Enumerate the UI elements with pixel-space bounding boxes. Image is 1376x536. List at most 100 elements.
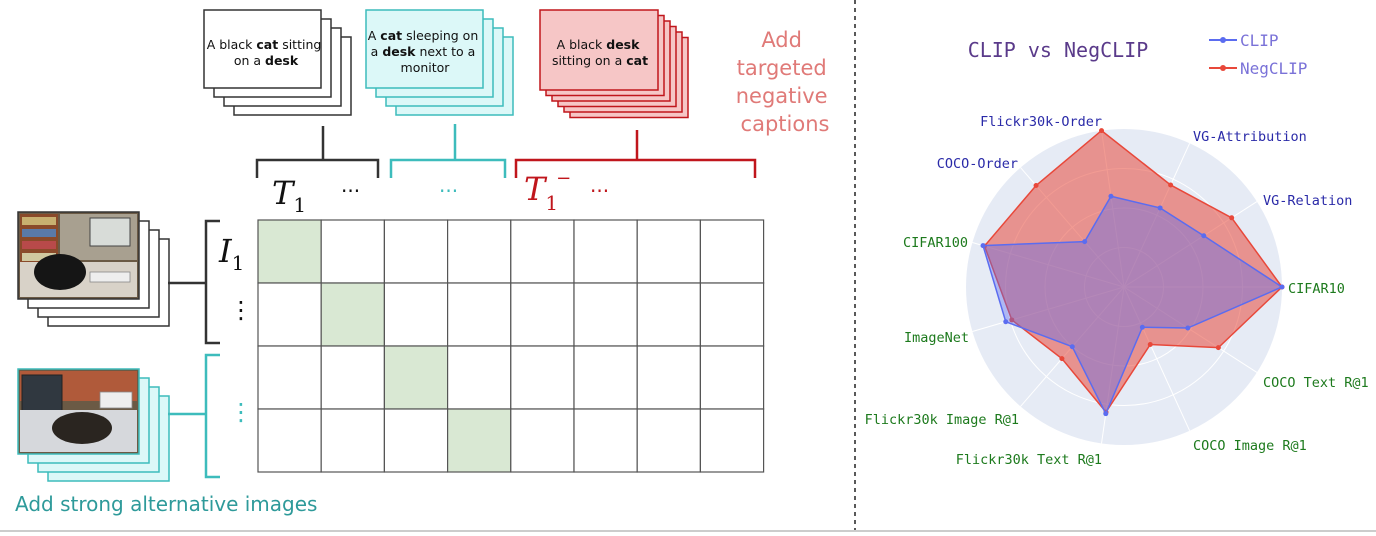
axis-label-cifar10: CIFAR10 bbox=[1288, 281, 1345, 297]
black-cat-shape bbox=[34, 254, 86, 290]
text-label-red-dots: ··· bbox=[590, 179, 609, 203]
caption-2-line-3: monitor bbox=[401, 60, 451, 75]
legend-clip-marker bbox=[1220, 37, 1226, 43]
text-label-t1: T1 bbox=[272, 174, 306, 217]
book-row-shape bbox=[22, 217, 56, 225]
matrix-cell bbox=[447, 345, 512, 410]
caption-2-line-1: A cat sleeping on bbox=[368, 28, 479, 43]
negative-captions-label: Add targeted negative captions bbox=[736, 28, 835, 136]
legend: CLIP NegCLIP bbox=[1209, 31, 1307, 78]
matrix-cell bbox=[636, 219, 702, 284]
matrix-cell-positive bbox=[383, 345, 449, 410]
series-clip-point bbox=[1082, 239, 1088, 245]
series-negclip-point bbox=[1147, 341, 1153, 347]
matrix-cell bbox=[383, 219, 449, 284]
caption-3-text: A black desk sitting on a cat bbox=[552, 37, 648, 68]
matrix-cell bbox=[257, 345, 322, 410]
image-label-dots: ⋮ bbox=[229, 296, 253, 324]
book-row-shape bbox=[22, 253, 56, 261]
series-clip-point bbox=[1185, 325, 1191, 331]
matrix-cell bbox=[699, 408, 765, 473]
axis-label-vg-relation: VG-Relation bbox=[1263, 193, 1352, 209]
matrix-cell bbox=[257, 408, 322, 473]
matrix-cell bbox=[383, 408, 449, 473]
matrix-cell bbox=[699, 282, 765, 347]
matrix-cell bbox=[573, 282, 638, 347]
matrix-cell bbox=[699, 219, 765, 284]
text-label-tneg: T1− bbox=[524, 168, 571, 215]
series-negclip-point bbox=[1229, 215, 1235, 221]
series-negclip-point bbox=[1215, 345, 1221, 351]
matrix-cell-positive bbox=[447, 408, 512, 473]
contrastive-matrix-panel: A black cat sitting on a desk A cat slee… bbox=[15, 9, 835, 516]
caption-stack-3-card-0 bbox=[539, 9, 659, 91]
caption-1-text: A black cat sitting on a desk bbox=[207, 37, 326, 68]
legend-negclip-marker bbox=[1220, 65, 1226, 71]
matrix-cell bbox=[573, 408, 638, 473]
series-negclip-point bbox=[1099, 128, 1105, 134]
matrix-cell bbox=[383, 282, 449, 347]
series-clip-area bbox=[982, 195, 1284, 416]
series-clip-point bbox=[1157, 205, 1163, 211]
matrix-cell bbox=[320, 408, 386, 473]
axis-label-vg-attribution: VG-Attribution bbox=[1193, 129, 1307, 145]
matrix-cell-positive bbox=[320, 282, 386, 347]
text-label-dots: ··· bbox=[341, 179, 360, 203]
caption-stack-1-card-0 bbox=[203, 9, 322, 89]
axis-label-coco-order: COCO-Order bbox=[937, 156, 1018, 172]
strong-images-label: Add strong alternative images bbox=[15, 492, 317, 516]
series-clip-point bbox=[1139, 324, 1145, 330]
matrix-cell bbox=[257, 282, 322, 347]
series-negclip-point bbox=[1168, 182, 1174, 188]
caption-stack-other bbox=[365, 9, 514, 116]
series-clip-point bbox=[1069, 344, 1075, 350]
matrix-cell bbox=[447, 282, 512, 347]
image-stack-positive bbox=[17, 211, 170, 327]
radar-chart: CLIP vs NegCLIP CLIP NegCLIP CIFAR10 VG-R… bbox=[865, 31, 1369, 468]
axis-label-flickr30k-image-r-1: Flickr30k Image R@1 bbox=[865, 412, 1019, 428]
matrix-cell bbox=[636, 408, 702, 473]
series-negclip-point bbox=[1009, 317, 1015, 323]
series-clip-point bbox=[1103, 411, 1109, 417]
similarity-matrix bbox=[257, 219, 765, 473]
image-stack-alternative bbox=[17, 368, 170, 482]
matrix-cell bbox=[510, 345, 575, 410]
caption-stack-negative bbox=[539, 9, 689, 119]
text-label-cyan-dots: ··· bbox=[439, 179, 458, 203]
axis-label-cifar100: CIFAR100 bbox=[903, 235, 968, 251]
series-clip-point bbox=[1279, 284, 1285, 290]
keyboard-shape bbox=[89, 271, 131, 283]
legend-clip-label: CLIP bbox=[1240, 31, 1279, 50]
matrix-cell bbox=[510, 408, 575, 473]
caption-stack-positive bbox=[203, 9, 352, 116]
image-label-i1: I1 bbox=[218, 232, 244, 275]
axis-label-flickr30k-text-r-1: Flickr30k Text R@1 bbox=[956, 452, 1102, 468]
series-clip-point bbox=[1201, 233, 1207, 239]
matrix-cell bbox=[510, 219, 575, 284]
image-2-brace bbox=[204, 353, 220, 479]
caption-3-brace bbox=[514, 158, 757, 178]
sleeping-cat-shape bbox=[52, 412, 112, 444]
chart-title: CLIP vs NegCLIP bbox=[968, 38, 1149, 62]
matrix-cell bbox=[573, 345, 638, 410]
matrix-cell bbox=[510, 282, 575, 347]
matrix-cell bbox=[636, 345, 702, 410]
caption-3-line-1: A black desk bbox=[557, 37, 641, 52]
monitor-shape bbox=[89, 217, 131, 247]
book-row-shape bbox=[22, 229, 56, 237]
matrix-cell bbox=[320, 345, 386, 410]
caption-stack-2-card-0 bbox=[365, 9, 484, 89]
caption-3-line-2: sitting on a cat bbox=[552, 53, 648, 68]
axis-label-flickr30k-order: Flickr30k-Order bbox=[980, 114, 1102, 130]
radar-plot-area: CIFAR10VG-RelationVG-AttributionFlickr30… bbox=[865, 114, 1369, 468]
caption-2-brace bbox=[389, 158, 507, 178]
image-label-cyan-dots: ⋮ bbox=[229, 398, 253, 426]
matrix-cell bbox=[573, 219, 638, 284]
axis-label-imagenet: ImageNet bbox=[904, 330, 969, 346]
printer-shape bbox=[99, 391, 133, 409]
monitor-shape-2 bbox=[21, 374, 63, 416]
series-clip-point bbox=[1108, 193, 1114, 199]
matrix-cell bbox=[636, 282, 702, 347]
series-clip-point bbox=[980, 243, 986, 249]
